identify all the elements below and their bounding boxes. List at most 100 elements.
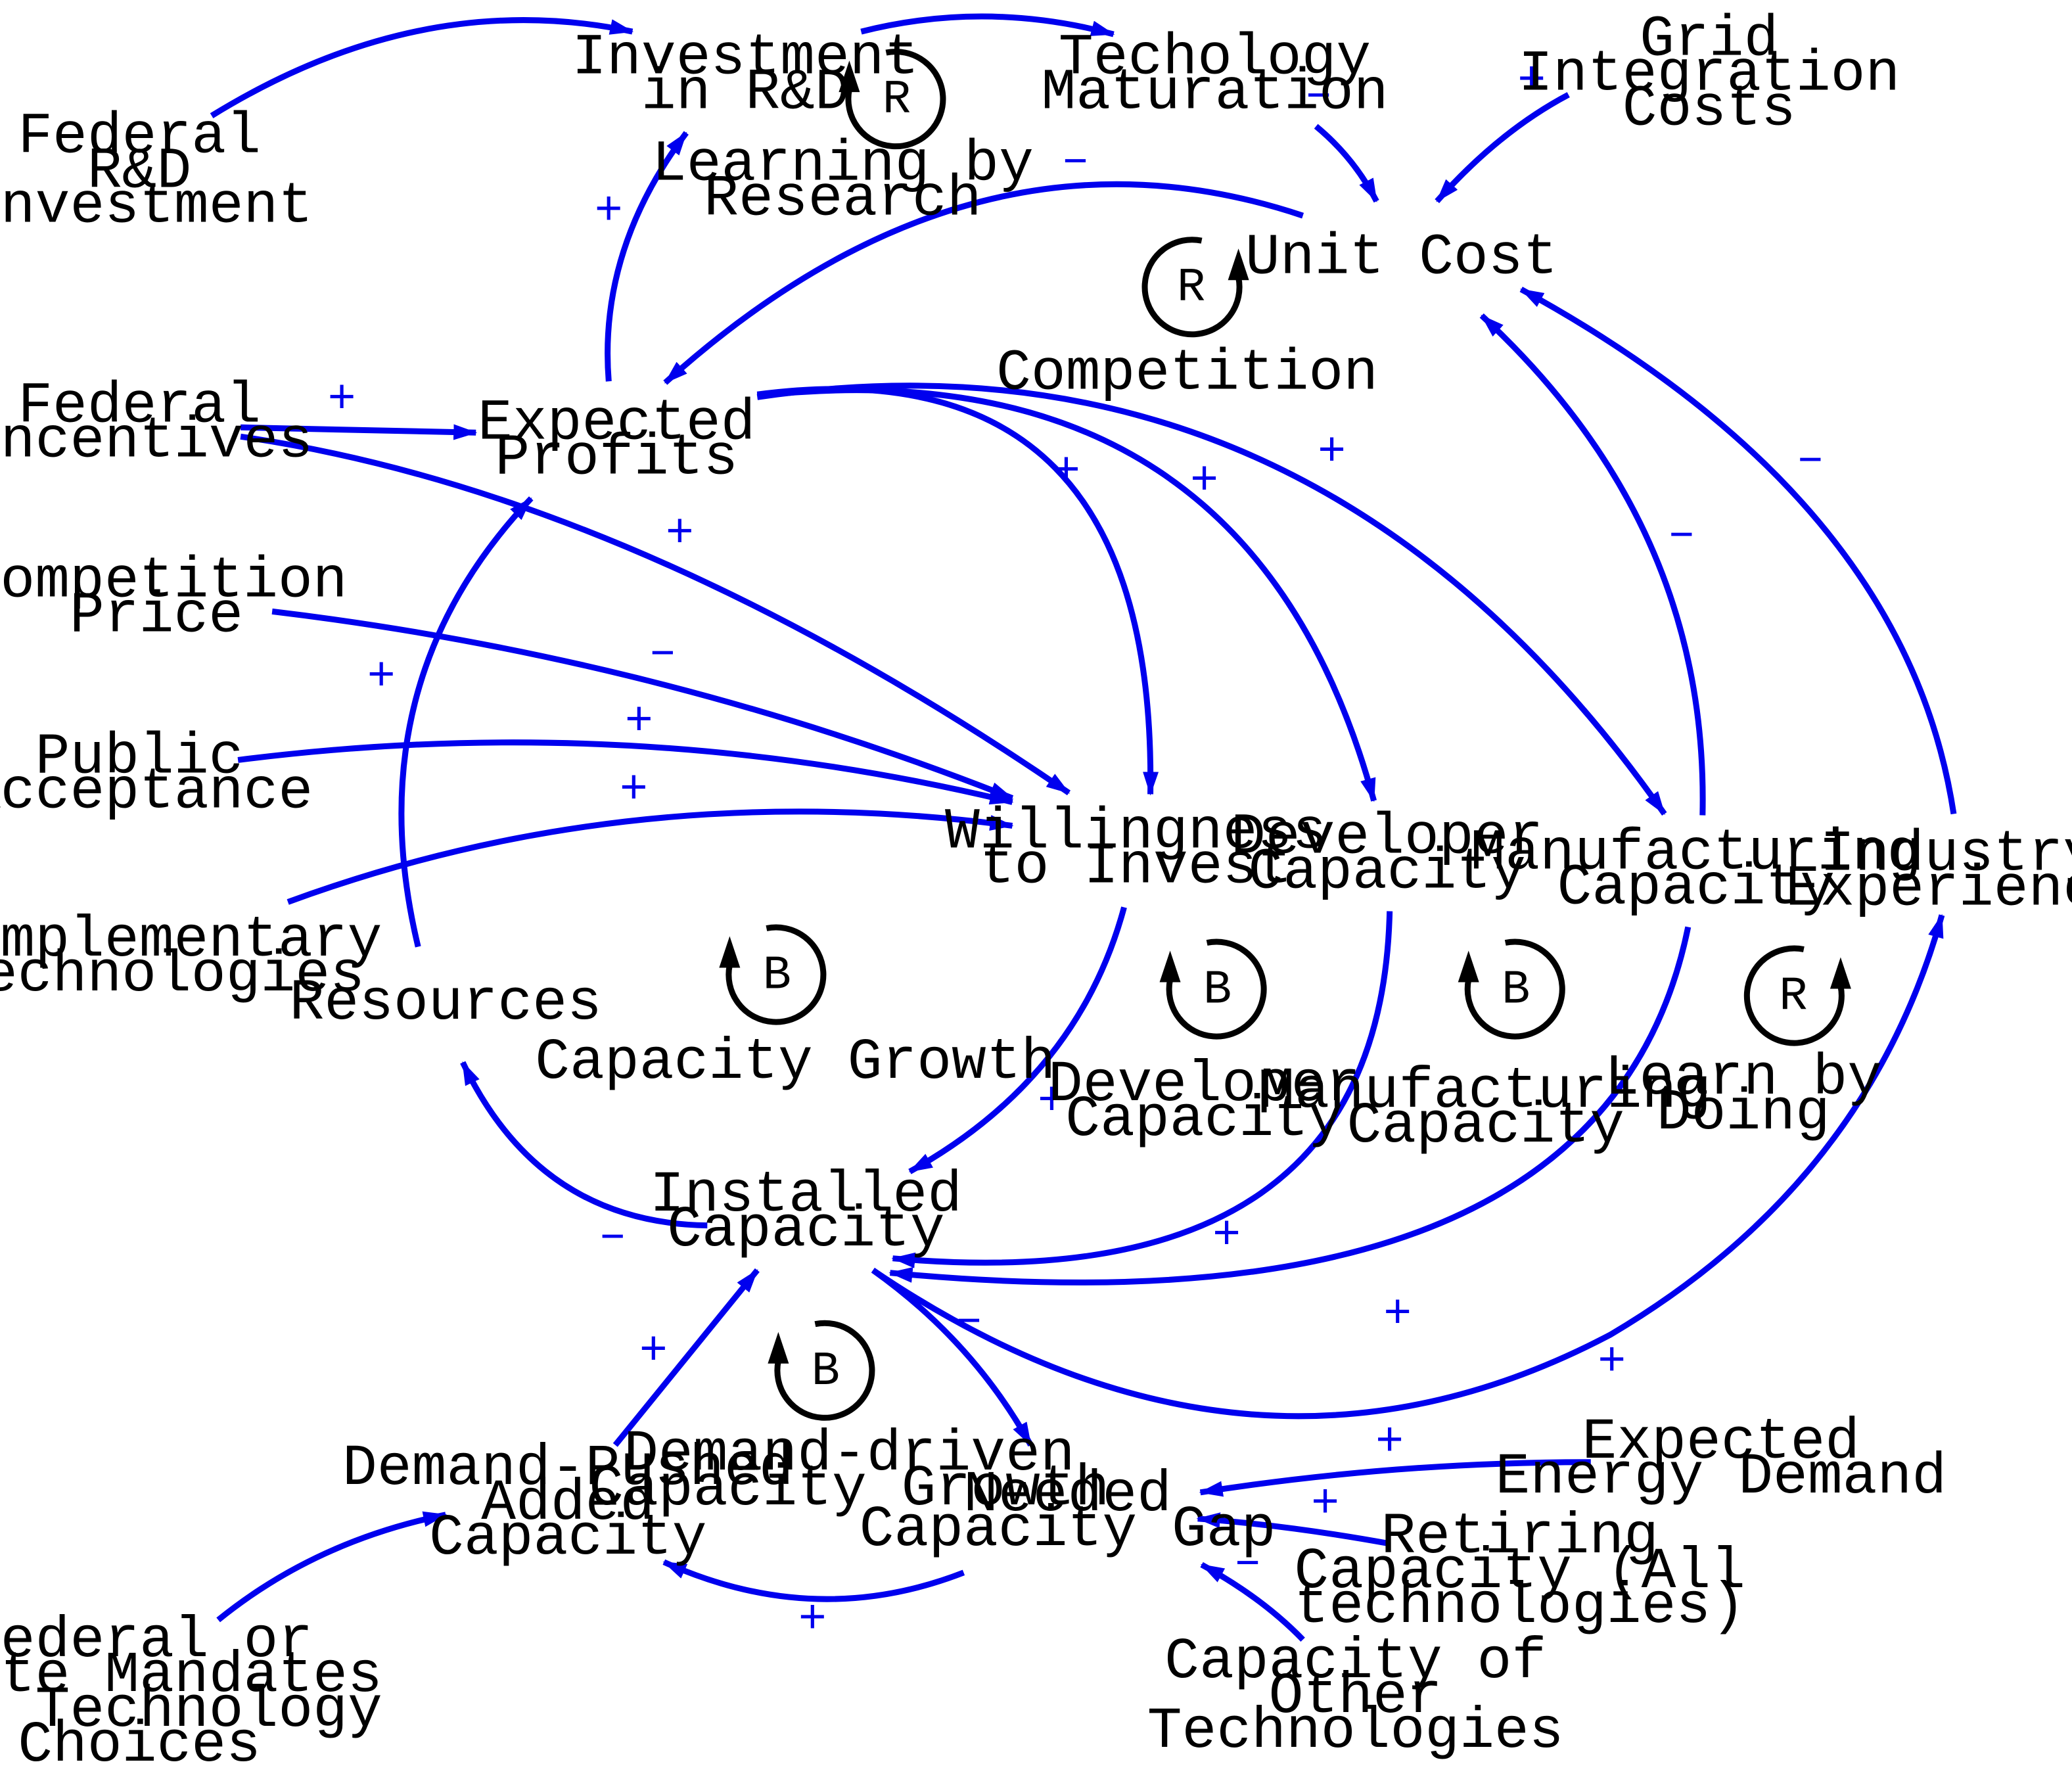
link-expected-profits-to-manufacturing-capacity xyxy=(756,382,1667,816)
node-label-line: Technologies xyxy=(0,943,365,1008)
node-label-line: R&D xyxy=(87,139,191,204)
loop-type-letter: R xyxy=(1779,970,1807,1024)
loop-circle xyxy=(1464,938,1565,1040)
node-label-line: Capacity xyxy=(1248,841,1526,906)
loop-arrow-up-right-icon xyxy=(1830,957,1851,989)
loop-circle xyxy=(845,49,946,150)
node-label-line: Capacity Gap xyxy=(860,1498,1276,1563)
node-label-line: Maturation xyxy=(1041,60,1388,126)
polarity-sign: – xyxy=(1667,507,1695,561)
node-label-line: Public xyxy=(35,726,244,791)
node-label-line: Experience xyxy=(1785,858,2072,923)
polarity-sign: – xyxy=(1233,1535,1262,1589)
node-label-line: Capacity of xyxy=(1164,1630,1546,1695)
link-willingness-to-installed-capacity xyxy=(908,906,1127,1174)
node-label-line: Incentives xyxy=(0,409,313,475)
node-label-line: Investment xyxy=(572,26,919,91)
link-investment-rd-to-tech-maturation xyxy=(860,13,1115,37)
polarity-sign: – xyxy=(1796,432,1824,486)
loop-circle xyxy=(1743,945,1845,1046)
link-installed-capacity-to-needed-gap xyxy=(871,1268,1034,1447)
link-complementary-tech-to-willingness xyxy=(287,808,1014,905)
node-label-line: to Invest xyxy=(980,835,1292,900)
polarity-sign: – xyxy=(599,1209,627,1263)
link-installed-capacity-to-industry-experience xyxy=(871,914,1945,1420)
node-label-line: Manufacturing xyxy=(1470,822,1922,887)
node-label-line: Demand-Pushed xyxy=(342,1437,794,1502)
node-label-line: Industry xyxy=(1820,823,2072,888)
loop-circle xyxy=(725,924,827,1025)
node-label-line: Federal xyxy=(18,104,261,170)
loop-type-letter: B xyxy=(1203,963,1232,1017)
node-label-line: Willingness xyxy=(945,800,1327,866)
node-label-line: Price xyxy=(70,584,243,649)
link-retiring-capacity-to-needed-gap xyxy=(1196,1512,1391,1547)
loop-name-line: Competition xyxy=(996,342,1378,407)
node-label-line: Capacity xyxy=(429,1506,707,1571)
node-label-line: Grid xyxy=(1640,7,1778,72)
node-label-line: Federal or xyxy=(0,1609,313,1674)
loop-type-letter: B xyxy=(812,1345,840,1399)
node-label-line: Capacity (All xyxy=(1294,1540,1745,1605)
node-label-line: Integration xyxy=(1518,42,1900,107)
polarity-sign: + xyxy=(595,185,623,239)
loop-arrow-up-left-icon xyxy=(1458,950,1479,983)
node-unit-cost: Unit Cost xyxy=(1245,225,1557,290)
polarity-sign: + xyxy=(620,763,648,817)
polarity-sign: + xyxy=(1598,1335,1626,1389)
node-label-line: in R&D xyxy=(641,60,850,126)
polarity-sign: + xyxy=(1311,1477,1339,1531)
loop-name-line: Learning by xyxy=(652,132,1034,197)
loop-circle xyxy=(774,1320,875,1421)
polarity-sign: – xyxy=(955,1293,983,1347)
link-expected-profits-to-willingness xyxy=(756,386,1159,796)
link-installed-capacity-to-resources xyxy=(460,1061,708,1229)
node-label-line: Profits xyxy=(495,427,738,492)
loop-type-letter: B xyxy=(763,949,791,1003)
loop-name-line: Research xyxy=(704,167,982,232)
node-label-line: Choices xyxy=(18,1713,261,1778)
link-manufacturing-capacity-to-installed-capacity xyxy=(888,926,1692,1285)
loop-name-line: Developer xyxy=(1048,1053,1360,1118)
node-label-line: Expected xyxy=(478,392,756,457)
loop-arrow-up-left-icon xyxy=(768,1331,789,1364)
loop-name-line: Learn by xyxy=(1605,1046,1883,1111)
node-label-line: Installed xyxy=(650,1163,962,1228)
loop-name-line: Capacity xyxy=(1065,1088,1343,1153)
loop-competition: R Competition xyxy=(996,237,1378,407)
polarity-sign: + xyxy=(328,373,356,427)
node-label-line: Technologies xyxy=(1147,1700,1564,1765)
link-unit-cost-to-expected-profits xyxy=(663,181,1304,385)
loop-arrow-up-right-icon xyxy=(1228,248,1249,281)
node-resources: Resources xyxy=(290,971,602,1036)
node-label-line: State Mandates xyxy=(0,1644,382,1709)
polarity-sign: – xyxy=(649,625,677,679)
loop-name-line: Capacity xyxy=(1347,1094,1624,1159)
polarity-sign: + xyxy=(1038,1075,1066,1129)
node-label-line: for Technology xyxy=(0,1679,382,1744)
node-label-line: Added xyxy=(481,1471,655,1537)
polarity-sign: + xyxy=(1318,425,1346,479)
link-resources-to-expected-profits xyxy=(398,496,534,948)
loop-circle xyxy=(1166,938,1267,1040)
link-public-acceptance-to-willingness xyxy=(237,739,1014,805)
loop-type-letter: R xyxy=(1177,261,1205,315)
loop-name-line: Demand-driven xyxy=(624,1422,1075,1487)
polarity-sign: + xyxy=(798,1593,827,1647)
loop-arrow-up-left-icon xyxy=(839,60,860,93)
polarity-sign: – xyxy=(1304,68,1333,122)
loop-arrow-up-left-icon xyxy=(719,936,741,968)
link-needed-gap-to-demand-pushed xyxy=(662,1559,965,1602)
